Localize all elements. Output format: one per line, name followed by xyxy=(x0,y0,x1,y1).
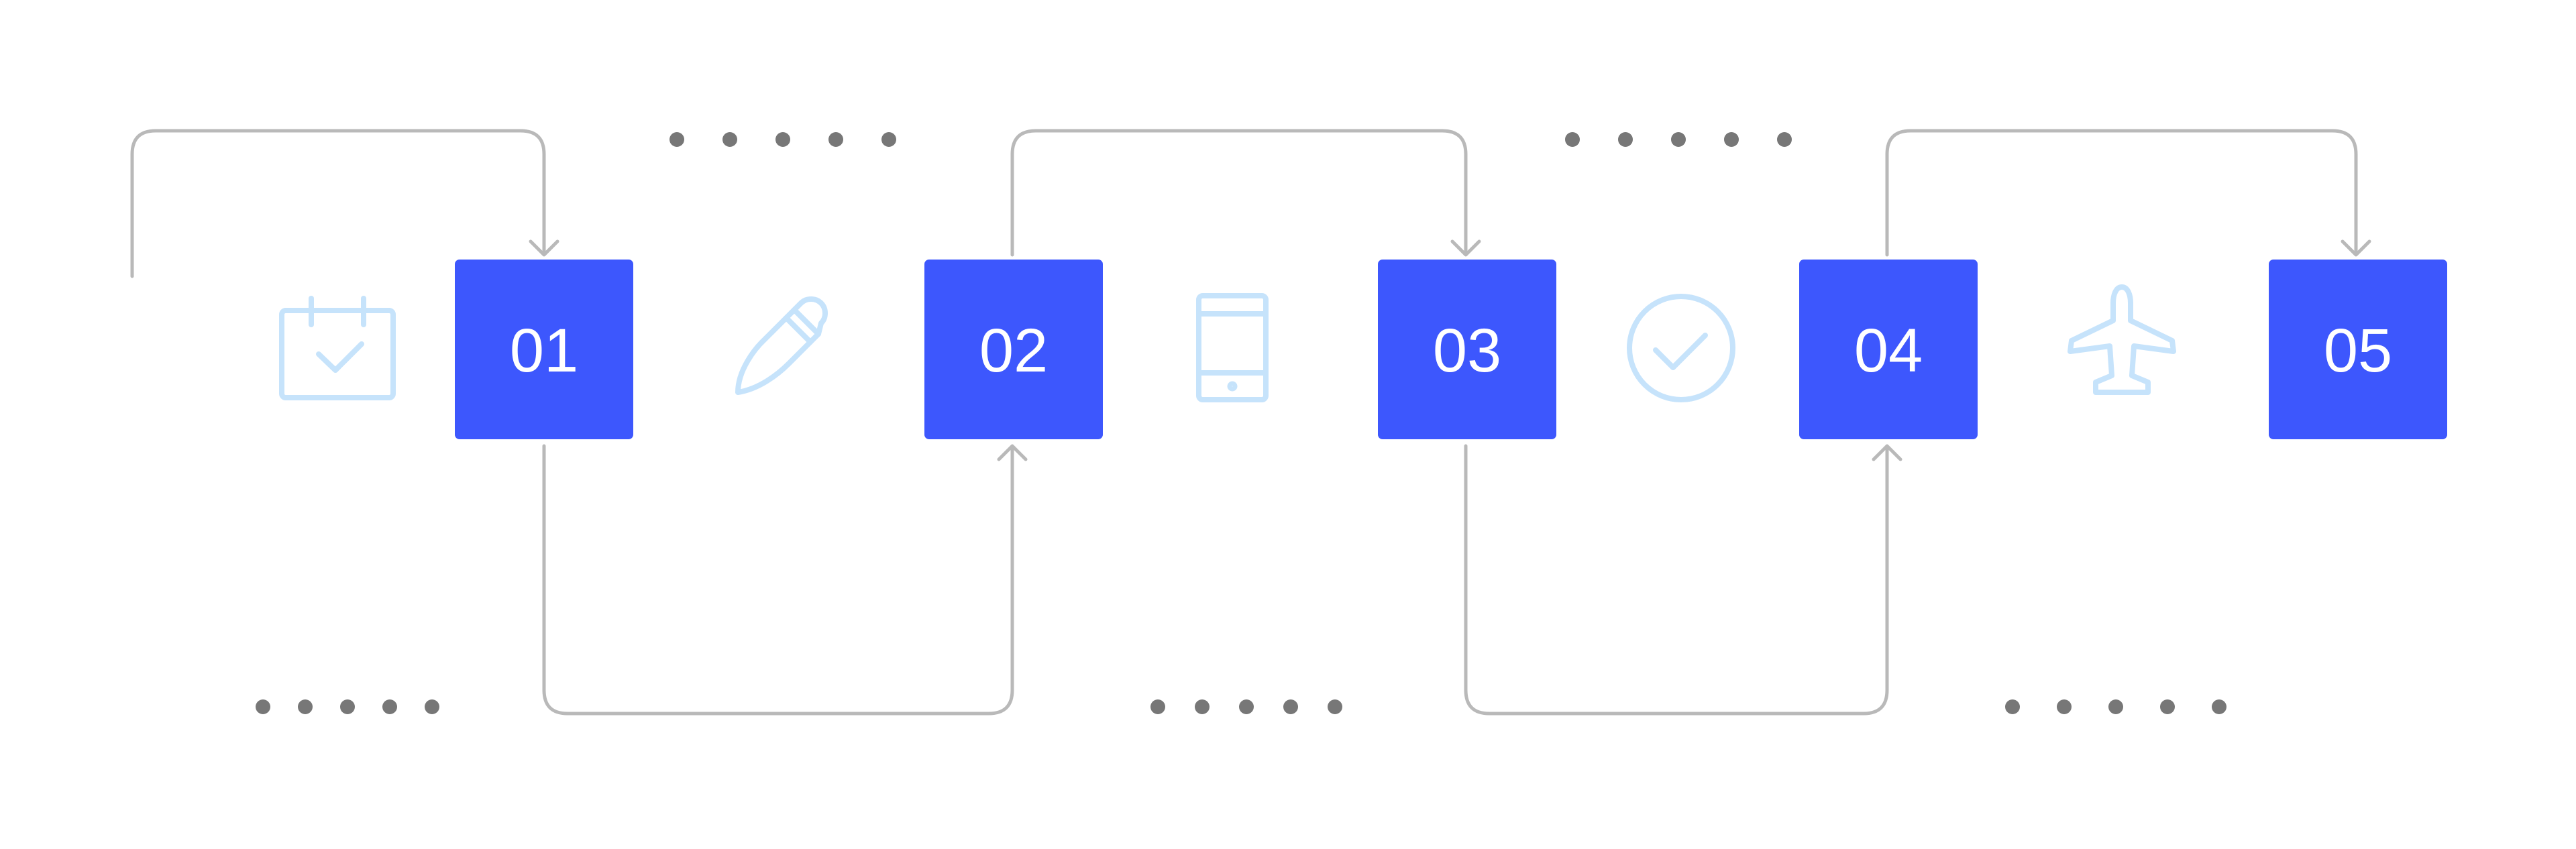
step-05: 05 xyxy=(2269,260,2447,439)
smartphone-icon xyxy=(1196,293,1269,402)
dot xyxy=(828,132,843,147)
airplane-icon xyxy=(2068,284,2176,395)
connector-02-to-03 xyxy=(1010,129,1468,257)
dot xyxy=(298,699,313,714)
step-03: 03 xyxy=(1378,260,1556,439)
step-box-04 xyxy=(1799,260,1978,439)
dot xyxy=(669,132,684,147)
connector-04-to-05 xyxy=(1885,129,2358,257)
dot-group-top-1 xyxy=(669,132,896,147)
dot xyxy=(722,132,737,147)
dot xyxy=(1565,132,1580,147)
check-circle-icon xyxy=(1627,294,1735,402)
dot xyxy=(425,699,439,714)
dot xyxy=(1328,699,1342,714)
step-box-05 xyxy=(2269,260,2447,439)
step-label-05: 05 xyxy=(2324,317,2392,385)
arrowhead-into-03 xyxy=(1450,239,1481,257)
step-box-03 xyxy=(1378,260,1556,439)
dot xyxy=(881,132,896,147)
dot-group-bottom-3 xyxy=(256,699,439,714)
dot xyxy=(256,699,270,714)
step-01: 01 xyxy=(455,260,633,439)
dot xyxy=(1777,132,1792,147)
dot xyxy=(382,699,397,714)
dot xyxy=(2212,699,2226,714)
step-box-02 xyxy=(924,260,1103,439)
arrowhead-into-02 xyxy=(997,444,1028,461)
dot-groups xyxy=(256,132,2226,714)
dot-group-bottom-5 xyxy=(2005,699,2226,714)
dot xyxy=(340,699,355,714)
dot-group-bottom-4 xyxy=(1150,699,1342,714)
calendar-check-icon xyxy=(279,296,396,400)
dot xyxy=(1724,132,1739,147)
dot xyxy=(2108,699,2123,714)
pencil-icon xyxy=(735,296,828,395)
step-label-03: 03 xyxy=(1433,317,1501,385)
dot xyxy=(1195,699,1210,714)
dot xyxy=(1150,699,1165,714)
arrowhead-into-04 xyxy=(1872,444,1902,461)
dot xyxy=(775,132,790,147)
step-label-02: 02 xyxy=(979,317,1048,385)
step-label-01: 01 xyxy=(510,317,578,385)
arrowhead-into-05 xyxy=(2341,239,2371,257)
dot xyxy=(1283,699,1298,714)
step-box-01 xyxy=(455,260,633,439)
connectors xyxy=(130,129,2371,716)
arrowhead-into-01 xyxy=(529,239,559,257)
dot-group-top-2 xyxy=(1565,132,1792,147)
connector-start-to-01 xyxy=(130,129,546,278)
step-02: 02 xyxy=(924,260,1103,439)
step-label-04: 04 xyxy=(1854,317,1923,385)
dot xyxy=(1618,132,1633,147)
dot xyxy=(1239,699,1254,714)
dot xyxy=(2057,699,2072,714)
connector-01-to-02 xyxy=(542,444,1014,716)
dot xyxy=(1671,132,1686,147)
step-04: 04 xyxy=(1799,260,1978,439)
dot xyxy=(2160,699,2175,714)
connector-03-to-04 xyxy=(1464,444,1889,716)
dot xyxy=(2005,699,2020,714)
